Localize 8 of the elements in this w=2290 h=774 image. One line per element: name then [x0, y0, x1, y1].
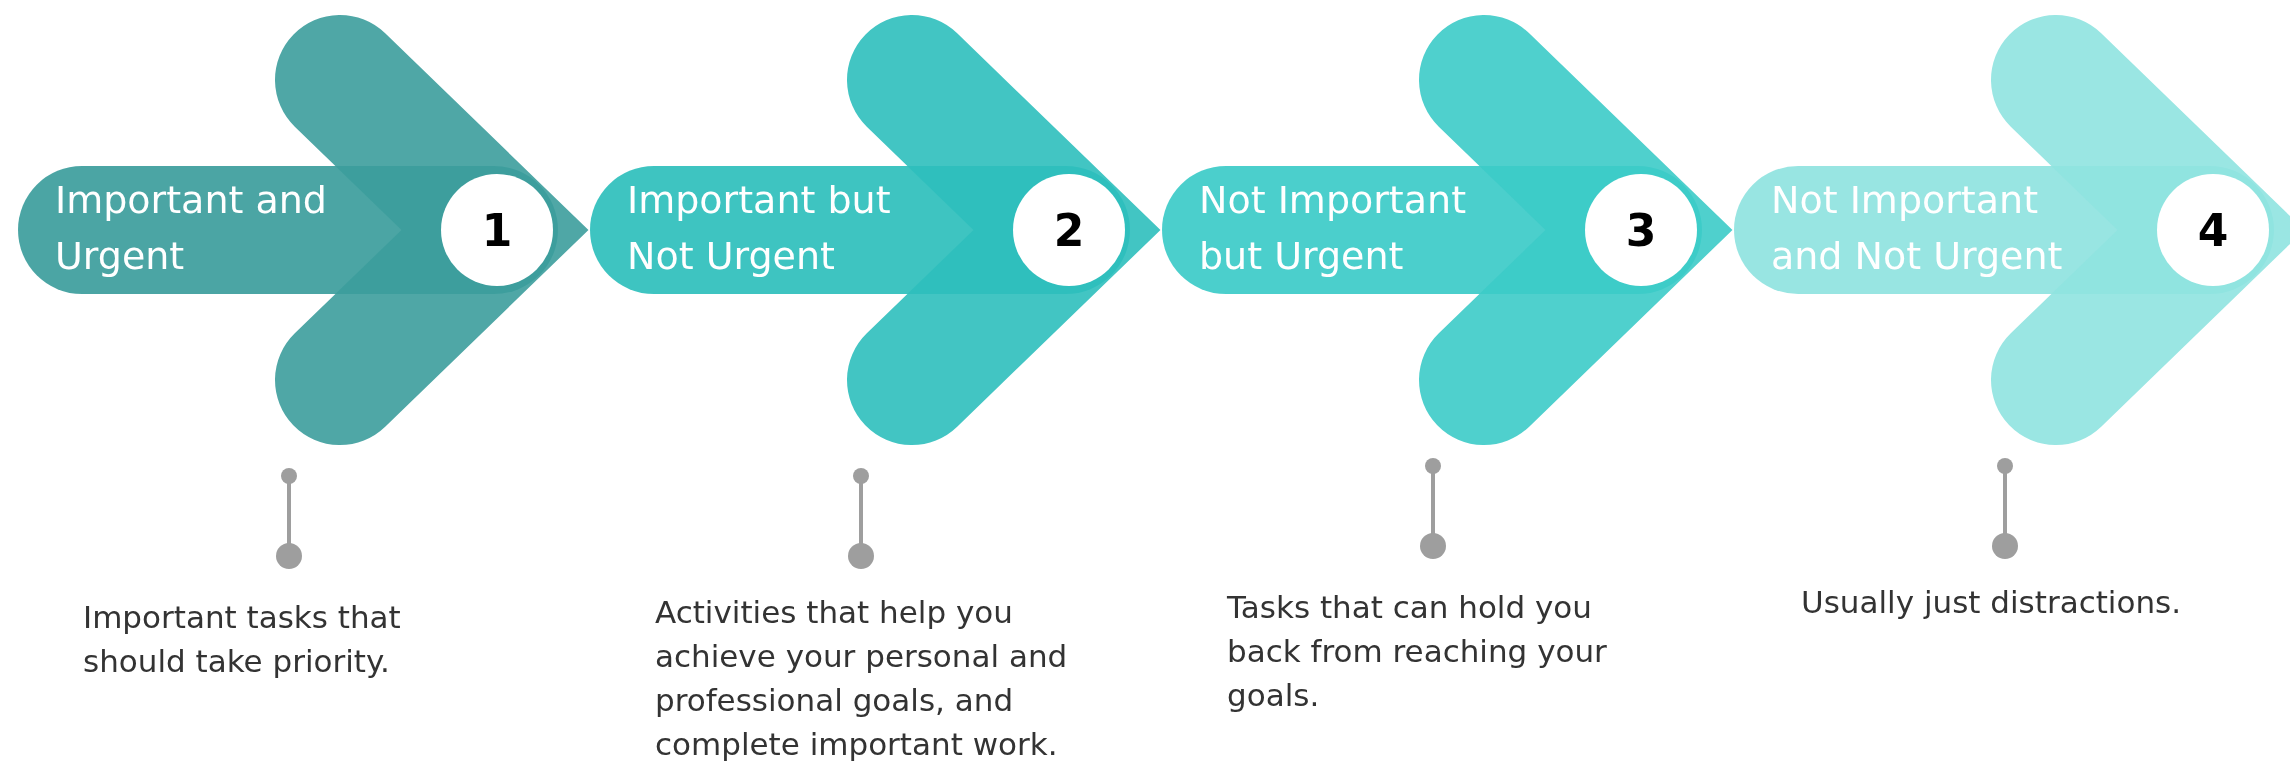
description-text: Important tasks that should take priority. [83, 598, 402, 681]
description-text: Usually just distractions. [1801, 583, 2183, 622]
arrow-label: Important and Urgent [55, 177, 328, 280]
description-text: Activities that help you achieve your personal and professional goals, and complete important work. [655, 593, 1069, 764]
arrow-label: Not Important but Urgent [1199, 177, 1468, 280]
arrow-label: Important but Not Urgent [627, 177, 892, 280]
arrow-label: Not Important and Not Urgent [1771, 177, 2064, 280]
description-text: Tasks that can hold you back from reaching your goals. [1227, 588, 1608, 715]
